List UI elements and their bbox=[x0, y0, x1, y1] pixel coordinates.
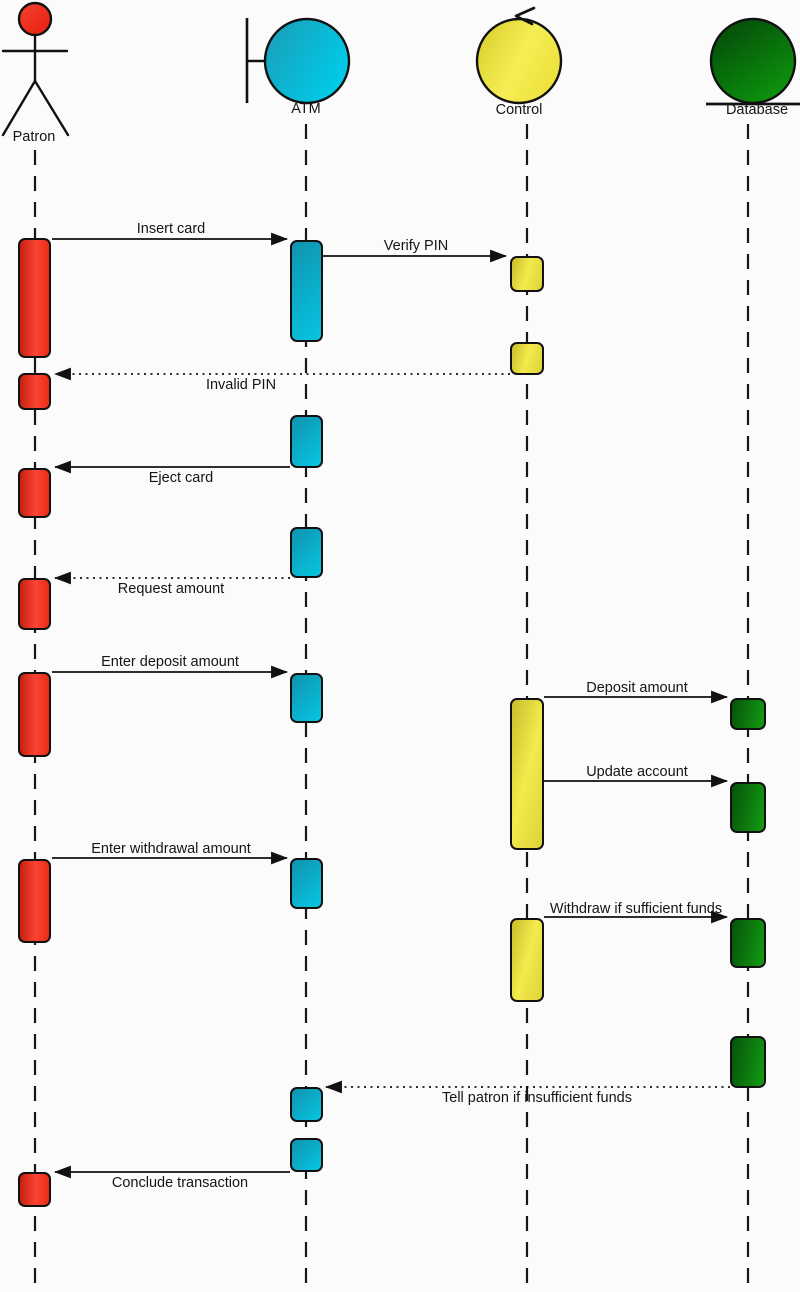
activation-patron-conclude bbox=[18, 1172, 51, 1207]
activation-atm-enter-withdrawal bbox=[290, 858, 323, 909]
activation-patron-enter-withdrawal bbox=[18, 859, 51, 943]
activation-control-verify-pin bbox=[510, 256, 544, 292]
message-label-enter-deposit-amount: Enter deposit amount bbox=[101, 654, 239, 670]
message-label-invalid-pin: Invalid PIN bbox=[205, 377, 277, 393]
activation-database-update-account bbox=[730, 782, 766, 833]
activation-atm-enter-deposit bbox=[290, 673, 323, 723]
activation-atm-request-amount bbox=[290, 527, 323, 578]
message-label-deposit-amount: Deposit amount bbox=[586, 680, 688, 696]
message-label-withdraw-if-sufficient-funds: Withdraw if sufficient funds bbox=[549, 901, 723, 917]
activation-database-deposit-amount bbox=[730, 698, 766, 730]
message-label-insert-card: Insert card bbox=[136, 221, 206, 237]
message-label-request-amount: Request amount bbox=[117, 581, 225, 597]
message-label-conclude-transaction: Conclude transaction bbox=[111, 1175, 249, 1191]
database-entity-icon bbox=[706, 17, 800, 106]
message-label-update-account: Update account bbox=[586, 764, 688, 780]
activation-control-deposit bbox=[510, 698, 544, 850]
actor-label-control: Control bbox=[495, 102, 543, 118]
patron-actor-icon bbox=[1, 1, 70, 137]
message-label-eject-card: Eject card bbox=[148, 470, 214, 486]
message-label-verify-pin: Verify PIN bbox=[383, 238, 449, 254]
activation-patron-request-amount bbox=[18, 578, 51, 630]
activation-patron-insert-card bbox=[18, 238, 51, 358]
activation-database-withdraw bbox=[730, 918, 766, 968]
activation-atm-conclude bbox=[290, 1138, 323, 1172]
control-icon bbox=[475, 6, 563, 105]
activation-patron-eject-card bbox=[18, 468, 51, 518]
activation-patron-enter-deposit bbox=[18, 672, 51, 757]
activation-atm-eject-card bbox=[290, 415, 323, 468]
activation-atm-insufficient-funds bbox=[290, 1087, 323, 1122]
actor-label-database: Database bbox=[725, 102, 789, 118]
activation-control-invalid-pin bbox=[510, 342, 544, 375]
message-label-tell-patron-if-insufficient-funds: Tell patron if insufficient funds bbox=[442, 1090, 632, 1106]
message-label-enter-withdrawal-amount: Enter withdrawal amount bbox=[91, 841, 251, 857]
actor-label-patron: Patron bbox=[12, 129, 56, 145]
atm-boundary-icon bbox=[245, 17, 351, 105]
activation-atm-insert-card bbox=[290, 240, 323, 342]
actor-label-atm: ATM bbox=[291, 101, 321, 117]
activation-control-withdraw bbox=[510, 918, 544, 1002]
activation-database-insufficient-funds bbox=[730, 1036, 766, 1088]
activation-patron-invalid-pin bbox=[18, 373, 51, 410]
